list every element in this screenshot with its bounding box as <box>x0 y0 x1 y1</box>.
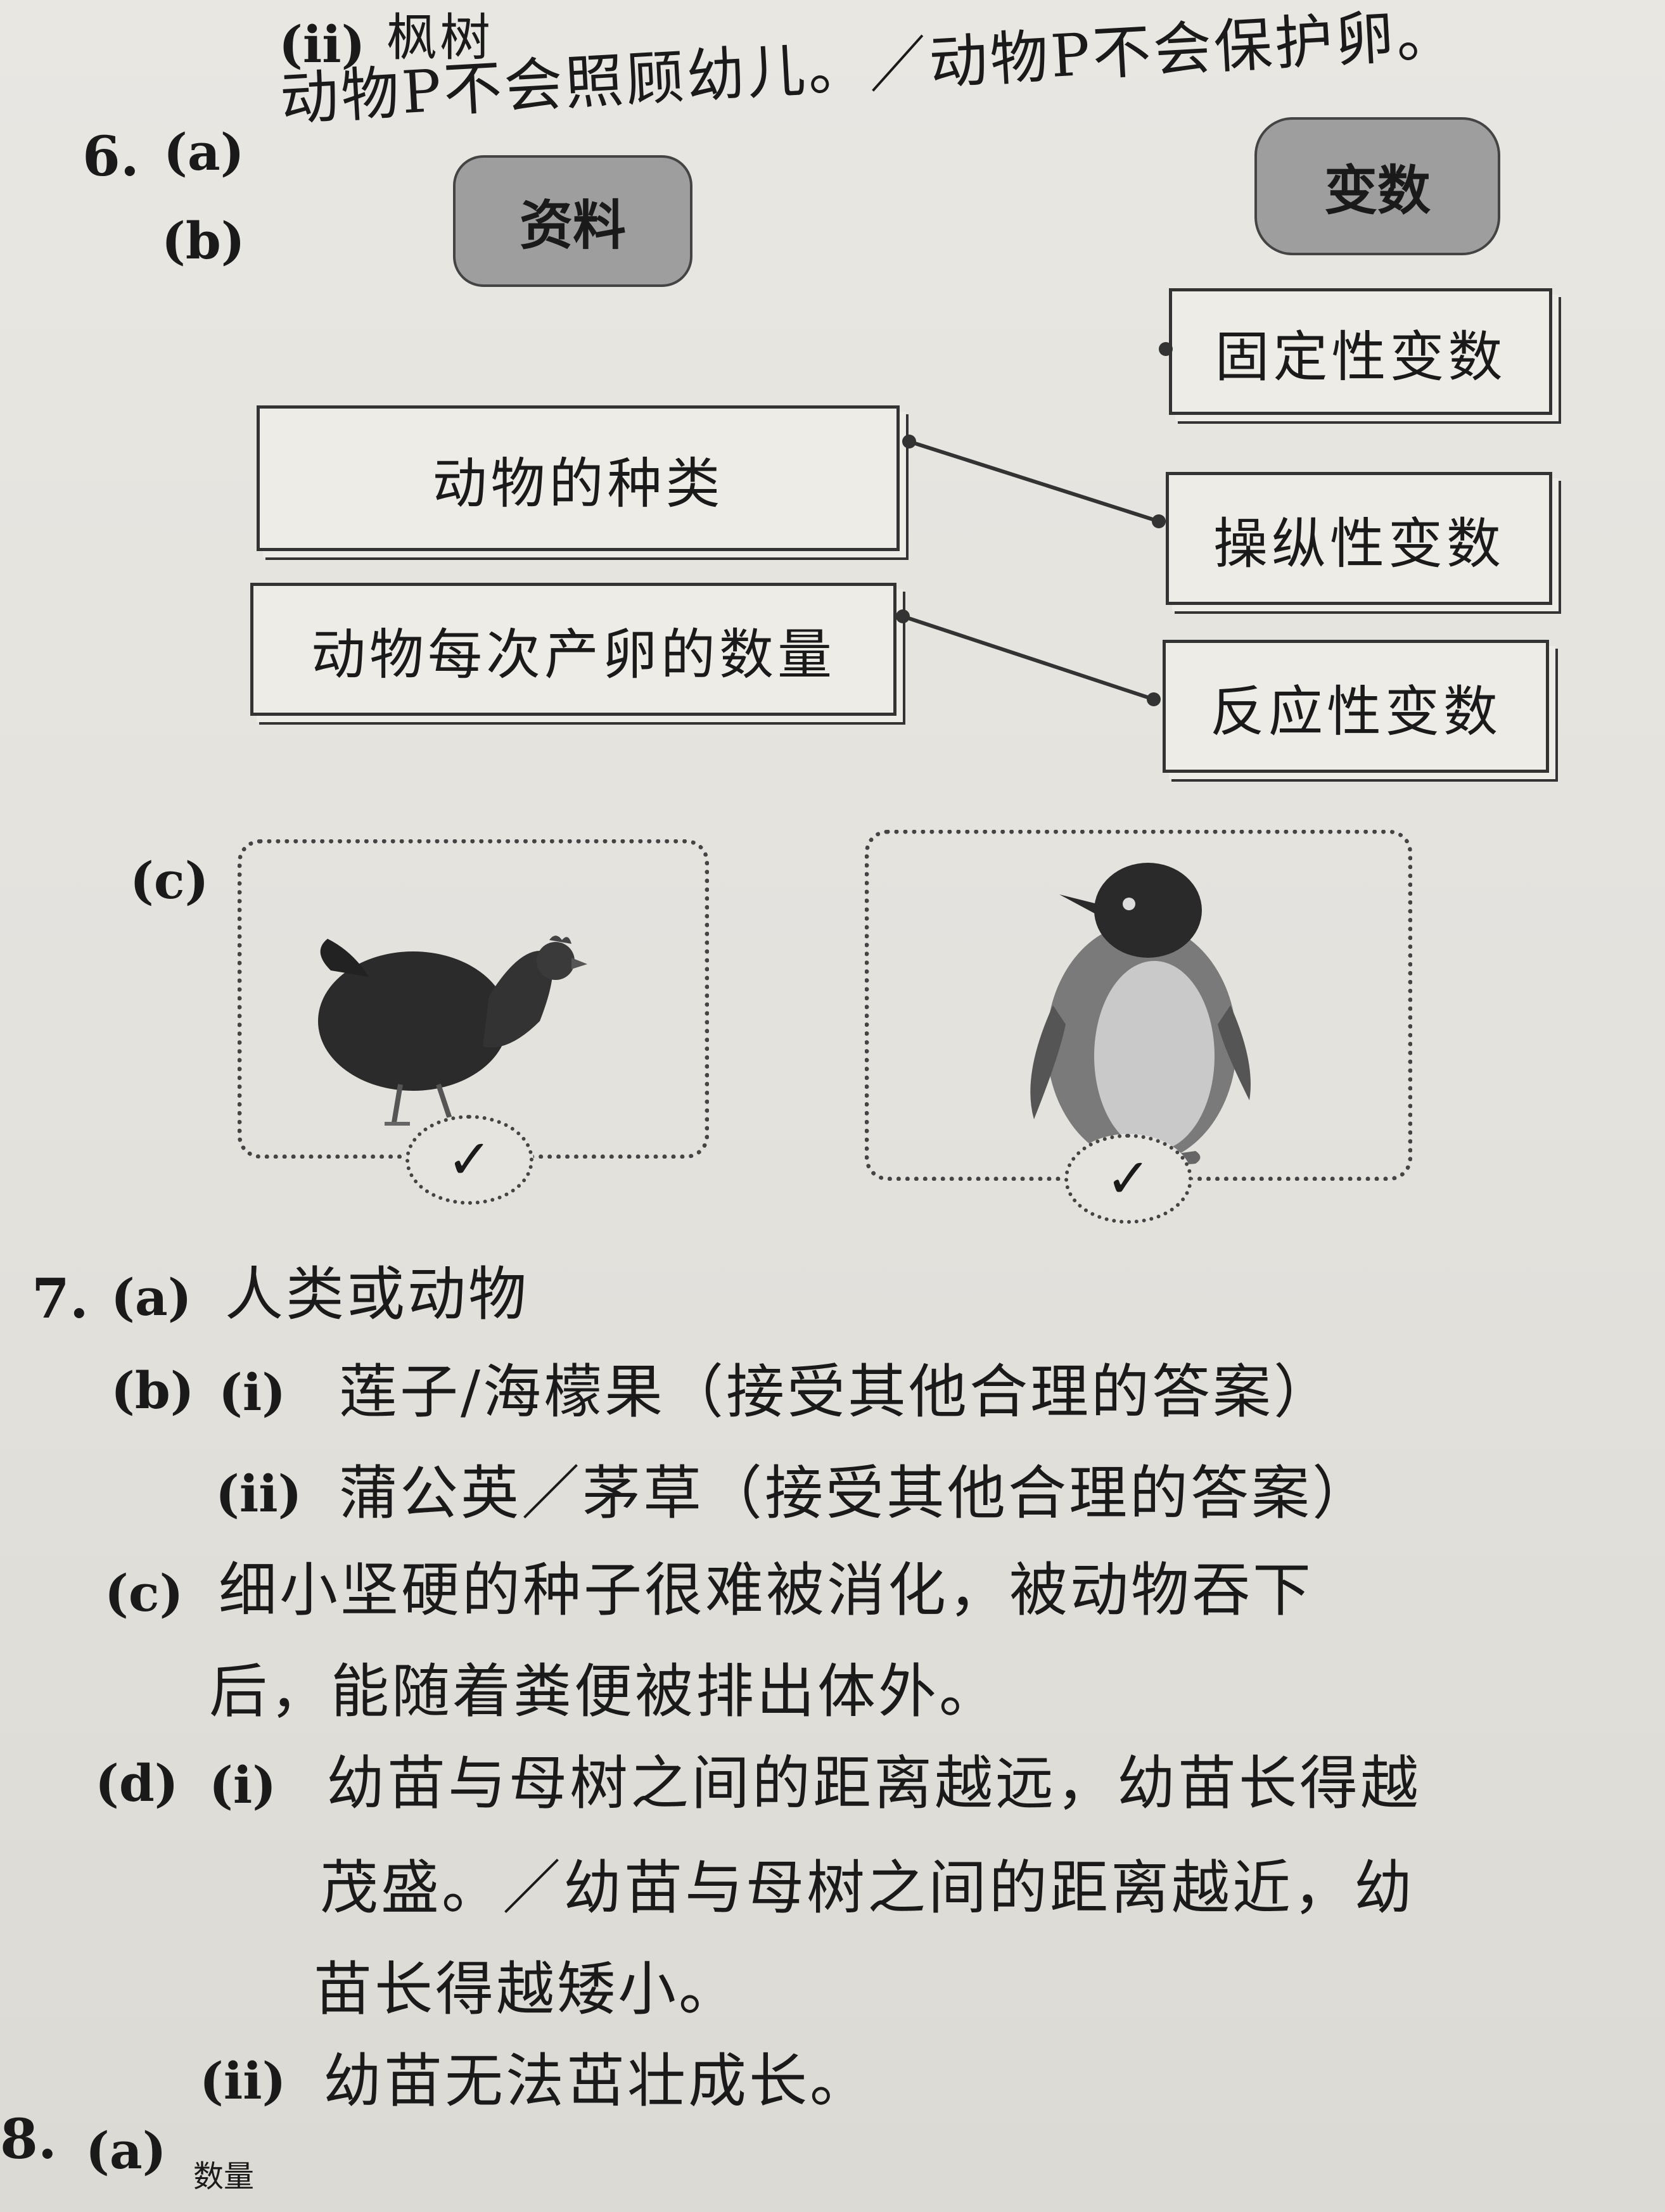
q5-ii-text: 枫树 <box>386 8 493 67</box>
connector-dot-constant <box>1159 342 1173 356</box>
variable-manipulated: 操纵性变数 <box>1166 472 1552 605</box>
q8-axis-label: 数量 <box>193 2159 255 2194</box>
match-line-egg-count-responding <box>902 614 1154 701</box>
chicken-frame <box>238 839 709 1159</box>
chicken-check-mark: ✓ <box>405 1115 533 1205</box>
q5-ii-label: (ii) <box>279 15 366 74</box>
penguin-check-mark: ✓ <box>1064 1134 1192 1224</box>
variable-responding: 反应性变数 <box>1163 640 1549 773</box>
q6-a-label: (a) <box>163 122 245 182</box>
q7-d-i-line1: 幼苗与母树之间的距离越远，幼苗长得越 <box>326 1750 1422 1817</box>
q7-b-i-label: (i) <box>219 1363 286 1422</box>
q7-d-i-line2: 茂盛。／幼苗与母树之间的距离越近，幼 <box>320 1854 1415 1922</box>
q7-d-i-line3: 苗长得越矮小。 <box>314 1955 740 2023</box>
q8-a-label: (a) <box>86 2121 167 2180</box>
match-line-animal-type-manipulated <box>909 440 1159 523</box>
q7-b-ii-label: (ii) <box>215 1464 302 1523</box>
data-item-egg-count: 动物每次产卵的数量 <box>250 583 896 716</box>
q6-number: 6. <box>82 125 139 189</box>
q7-number: 7. <box>32 1267 89 1331</box>
q7-b-i-text: 莲子/海檬果（接受其他合理的答案） <box>339 1358 1334 1426</box>
chicken-icon <box>318 936 587 1129</box>
q7-a-label: (a) <box>111 1268 192 1327</box>
q7-a-text: 人类或动物 <box>225 1261 530 1328</box>
header-data: 资料 <box>453 155 692 287</box>
header-variable: 变数 <box>1254 117 1500 255</box>
q7-c-label: (c) <box>105 1563 184 1623</box>
q7-d-ii-label: (ii) <box>200 2051 286 2111</box>
q7-c-line2: 后，能随着粪便被排出体外。 <box>209 1658 1000 1726</box>
q6-b-label: (b) <box>162 211 245 270</box>
q7-d-label: (d) <box>95 1753 179 1813</box>
data-item-animal-type: 动物的种类 <box>257 405 900 551</box>
q7-b-label: (b) <box>111 1361 195 1420</box>
q7-d-i-label: (i) <box>209 1755 277 1815</box>
q7-c-line1: 细小坚硬的种子很难被消化，被动物吞下 <box>219 1556 1314 1624</box>
q7-d-ii-text: 幼苗无法茁壮成长。 <box>323 2047 871 2115</box>
penguin-icon <box>1030 863 1251 1167</box>
variable-constant: 固定性变数 <box>1169 288 1552 415</box>
penguin-frame <box>865 830 1412 1181</box>
q7-b-ii-text: 蒲公英／茅草（接受其他合理的答案） <box>339 1459 1374 1527</box>
q8-number: 8. <box>0 2107 57 2171</box>
q6-c-label: (c) <box>130 851 209 910</box>
